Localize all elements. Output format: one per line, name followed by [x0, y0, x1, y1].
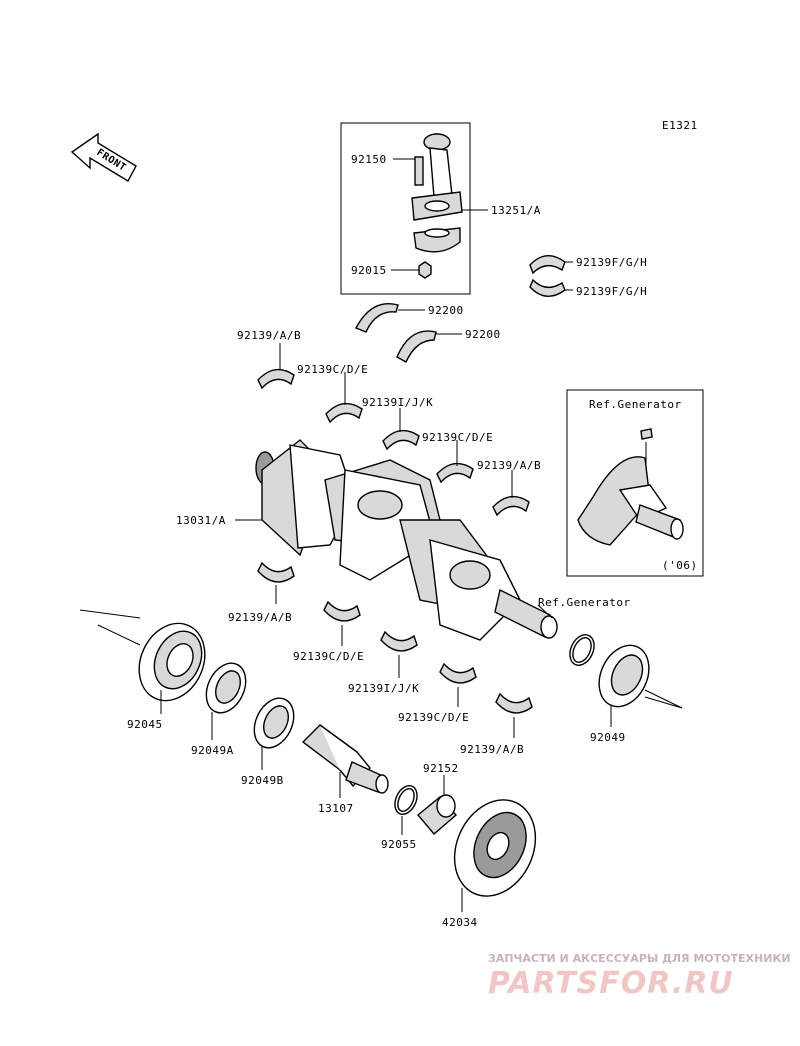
callout-92049: 92049 — [590, 731, 626, 744]
callout-92139ab-4: 92139/A/B — [460, 743, 524, 756]
inset-ref-generator — [566, 389, 704, 577]
front-arrow-icon: FRONT — [70, 132, 137, 182]
connecting-rod — [411, 133, 463, 221]
callout-92139cde-4: 92139C/D/E — [398, 711, 469, 724]
main-bearing-lower-4 — [439, 662, 477, 684]
main-bearing-upper-4 — [436, 462, 474, 484]
callout-92139cde-3: 92139C/D/E — [293, 650, 364, 663]
thrust-bearing-1 — [355, 303, 399, 333]
inset-year: ('06) — [662, 559, 698, 572]
thrust-bearing-2 — [396, 330, 437, 363]
conrod-cap — [413, 227, 461, 253]
shaft-13107 — [301, 724, 389, 794]
callout-13031a: 13031/A — [176, 514, 226, 527]
conrod-assembly-box — [340, 122, 471, 295]
conrod-bolt — [414, 156, 424, 186]
main-bearing-lower-2 — [323, 600, 361, 622]
callout-92139ab-1: 92139/A/B — [237, 329, 301, 342]
oil-seal-92049 — [598, 644, 650, 708]
callout-92139ab-3: 92139/A/B — [228, 611, 292, 624]
coupling-42034 — [453, 799, 537, 897]
callout-92139ijk-2: 92139I/J/K — [348, 682, 419, 695]
callout-92015: 92015 — [351, 264, 387, 277]
main-bearing-upper-3 — [382, 429, 420, 451]
callout-92045: 92045 — [127, 718, 163, 731]
conrod-bearing-upper — [529, 255, 566, 275]
collar-92152 — [417, 794, 457, 835]
callout-92139ab-2: 92139/A/B — [477, 459, 541, 472]
o-ring-92055 — [394, 785, 418, 815]
main-bearing-lower-1 — [257, 561, 295, 583]
main-bearing-lower-3 — [380, 630, 418, 652]
callout-13251a: 13251/A — [491, 204, 541, 217]
callout-42034: 42034 — [442, 916, 478, 929]
callout-92139cde-2: 92139C/D/E — [422, 431, 493, 444]
main-bearing-upper-2 — [325, 402, 363, 424]
watermark-caption: ЗАПЧАСТИ И АКСЕССУАРЫ ДЛЯ МОТОТЕХНИКИ — [488, 952, 791, 965]
inset-crank-end — [577, 428, 684, 546]
callout-92055: 92055 — [381, 838, 417, 851]
callout-ref-generator-main: Ref.Generator — [538, 596, 631, 609]
callout-92200-1: 92200 — [428, 304, 464, 317]
callout-92200-2: 92200 — [465, 328, 501, 341]
o-ring-generator-side — [569, 634, 595, 666]
crankshaft — [255, 439, 558, 641]
callout-92049a: 92049A — [191, 744, 234, 757]
main-bearing-upper-1 — [257, 368, 295, 390]
watermark-logo: PARTSFOR.RU — [488, 966, 734, 1001]
diagram-code: E1321 — [662, 119, 698, 132]
main-bearing-upper-5 — [492, 495, 530, 517]
conrod-nut — [418, 261, 432, 279]
conrod-bearing-lower — [529, 278, 566, 297]
callout-92152: 92152 — [423, 762, 459, 775]
callout-92139ijk-1: 92139I/J/K — [362, 396, 433, 409]
callout-13107: 13107 — [318, 802, 354, 815]
callout-92139fgh-1: 92139F/G/H — [576, 256, 647, 269]
ball-bearing-92045 — [138, 622, 206, 702]
callout-92139fgh-2: 92139F/G/H — [576, 285, 647, 298]
oil-seal-92049b — [253, 697, 295, 749]
oil-seal-92049a — [205, 662, 247, 714]
callout-92049b: 92049B — [241, 774, 284, 787]
callout-92150: 92150 — [351, 153, 387, 166]
main-bearing-lower-5 — [495, 692, 533, 714]
inset-title: Ref.Generator — [589, 398, 682, 411]
callout-92139cde-1: 92139C/D/E — [297, 363, 368, 376]
